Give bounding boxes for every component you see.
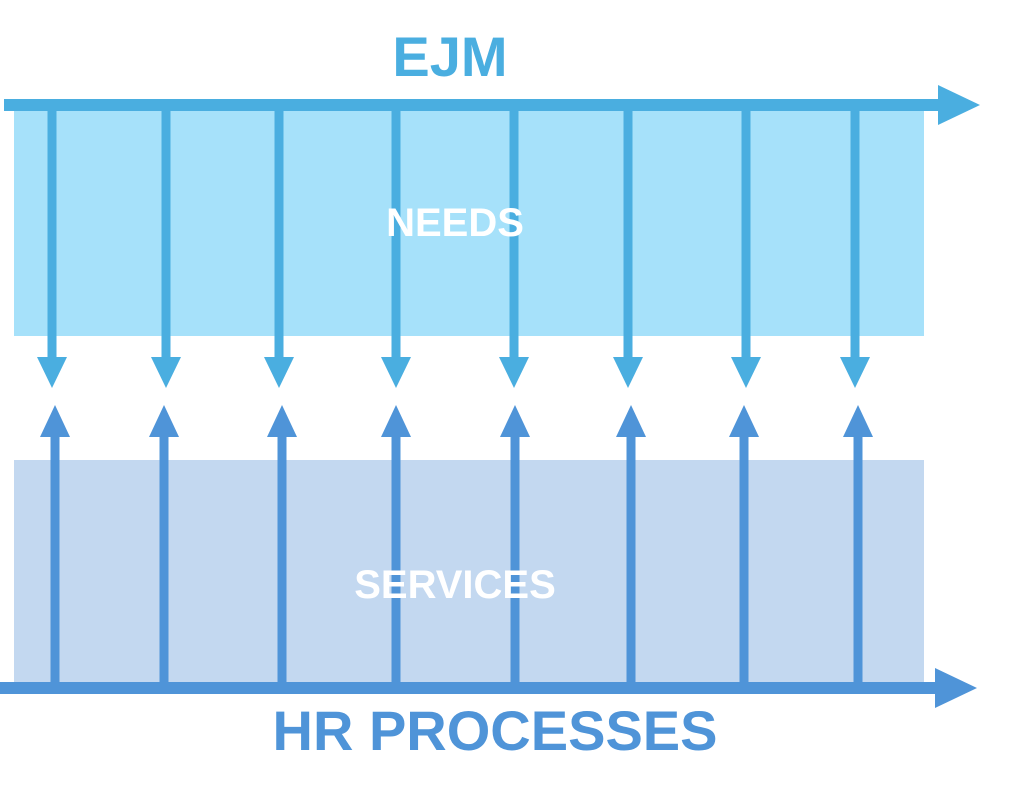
down-arrow-head <box>37 357 67 388</box>
needs-label: NEEDS <box>386 201 524 245</box>
hr-processes-title: HR PROCESSES <box>272 699 718 762</box>
ejm-title: EJM <box>392 25 508 88</box>
up-arrow-head <box>381 405 411 437</box>
down-arrow-head <box>731 357 761 388</box>
up-arrow-head <box>267 405 297 437</box>
down-arrow-head <box>613 357 643 388</box>
hr-processes-axis-arrow <box>0 668 977 708</box>
down-arrow-head <box>151 357 181 388</box>
services-arrows <box>40 405 873 686</box>
down-arrow-head <box>381 357 411 388</box>
services-label: SERVICES <box>354 563 556 607</box>
down-arrow-head <box>499 357 529 388</box>
down-arrow-head <box>840 357 870 388</box>
up-arrow-head <box>616 405 646 437</box>
ejm-axis-arrow <box>4 85 980 125</box>
up-arrow-head <box>843 405 873 437</box>
up-arrow-head <box>149 405 179 437</box>
up-arrow-head <box>40 405 70 437</box>
up-arrow-head <box>500 405 530 437</box>
down-arrow-head <box>264 357 294 388</box>
needs-arrows <box>37 108 870 388</box>
up-arrow-head <box>729 405 759 437</box>
